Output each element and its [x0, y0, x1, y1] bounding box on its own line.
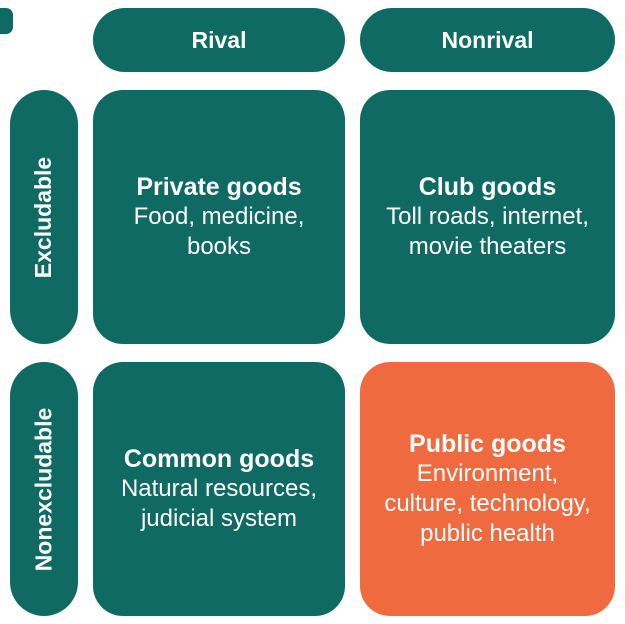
cell-private-goods: Private goods Food, medicine, books — [93, 90, 345, 344]
cell-club-goods: Club goods Toll roads, internet, movie t… — [360, 90, 615, 344]
row-header-excludable-label: Excludable — [30, 156, 57, 278]
corner-tab-decoration — [0, 8, 13, 34]
column-header-nonrival: Nonrival — [360, 8, 615, 72]
cell-private-goods-examples: Food, medicine, books — [133, 203, 305, 260]
row-header-nonexcludable: Nonexcludable — [10, 362, 78, 616]
cell-private-goods-title: Private goods — [136, 173, 302, 201]
cell-common-goods-examples: Natural resources, judicial system — [120, 475, 318, 532]
cell-club-goods-examples: Toll roads, internet, movie theaters — [386, 203, 589, 260]
cell-club-goods-title: Club goods — [418, 173, 557, 201]
row-header-excludable: Excludable — [10, 90, 78, 344]
cell-public-goods: Public goods Environment, culture, techn… — [360, 362, 615, 616]
cell-public-goods-title: Public goods — [409, 430, 566, 458]
cell-public-goods-examples: Environment, culture, technology, public… — [384, 460, 591, 547]
cell-common-goods: Common goods Natural resources, judicial… — [93, 362, 345, 616]
row-header-nonexcludable-label: Nonexcludable — [30, 407, 57, 571]
column-header-rival: Rival — [93, 8, 345, 72]
cell-common-goods-title: Common goods — [123, 445, 315, 473]
